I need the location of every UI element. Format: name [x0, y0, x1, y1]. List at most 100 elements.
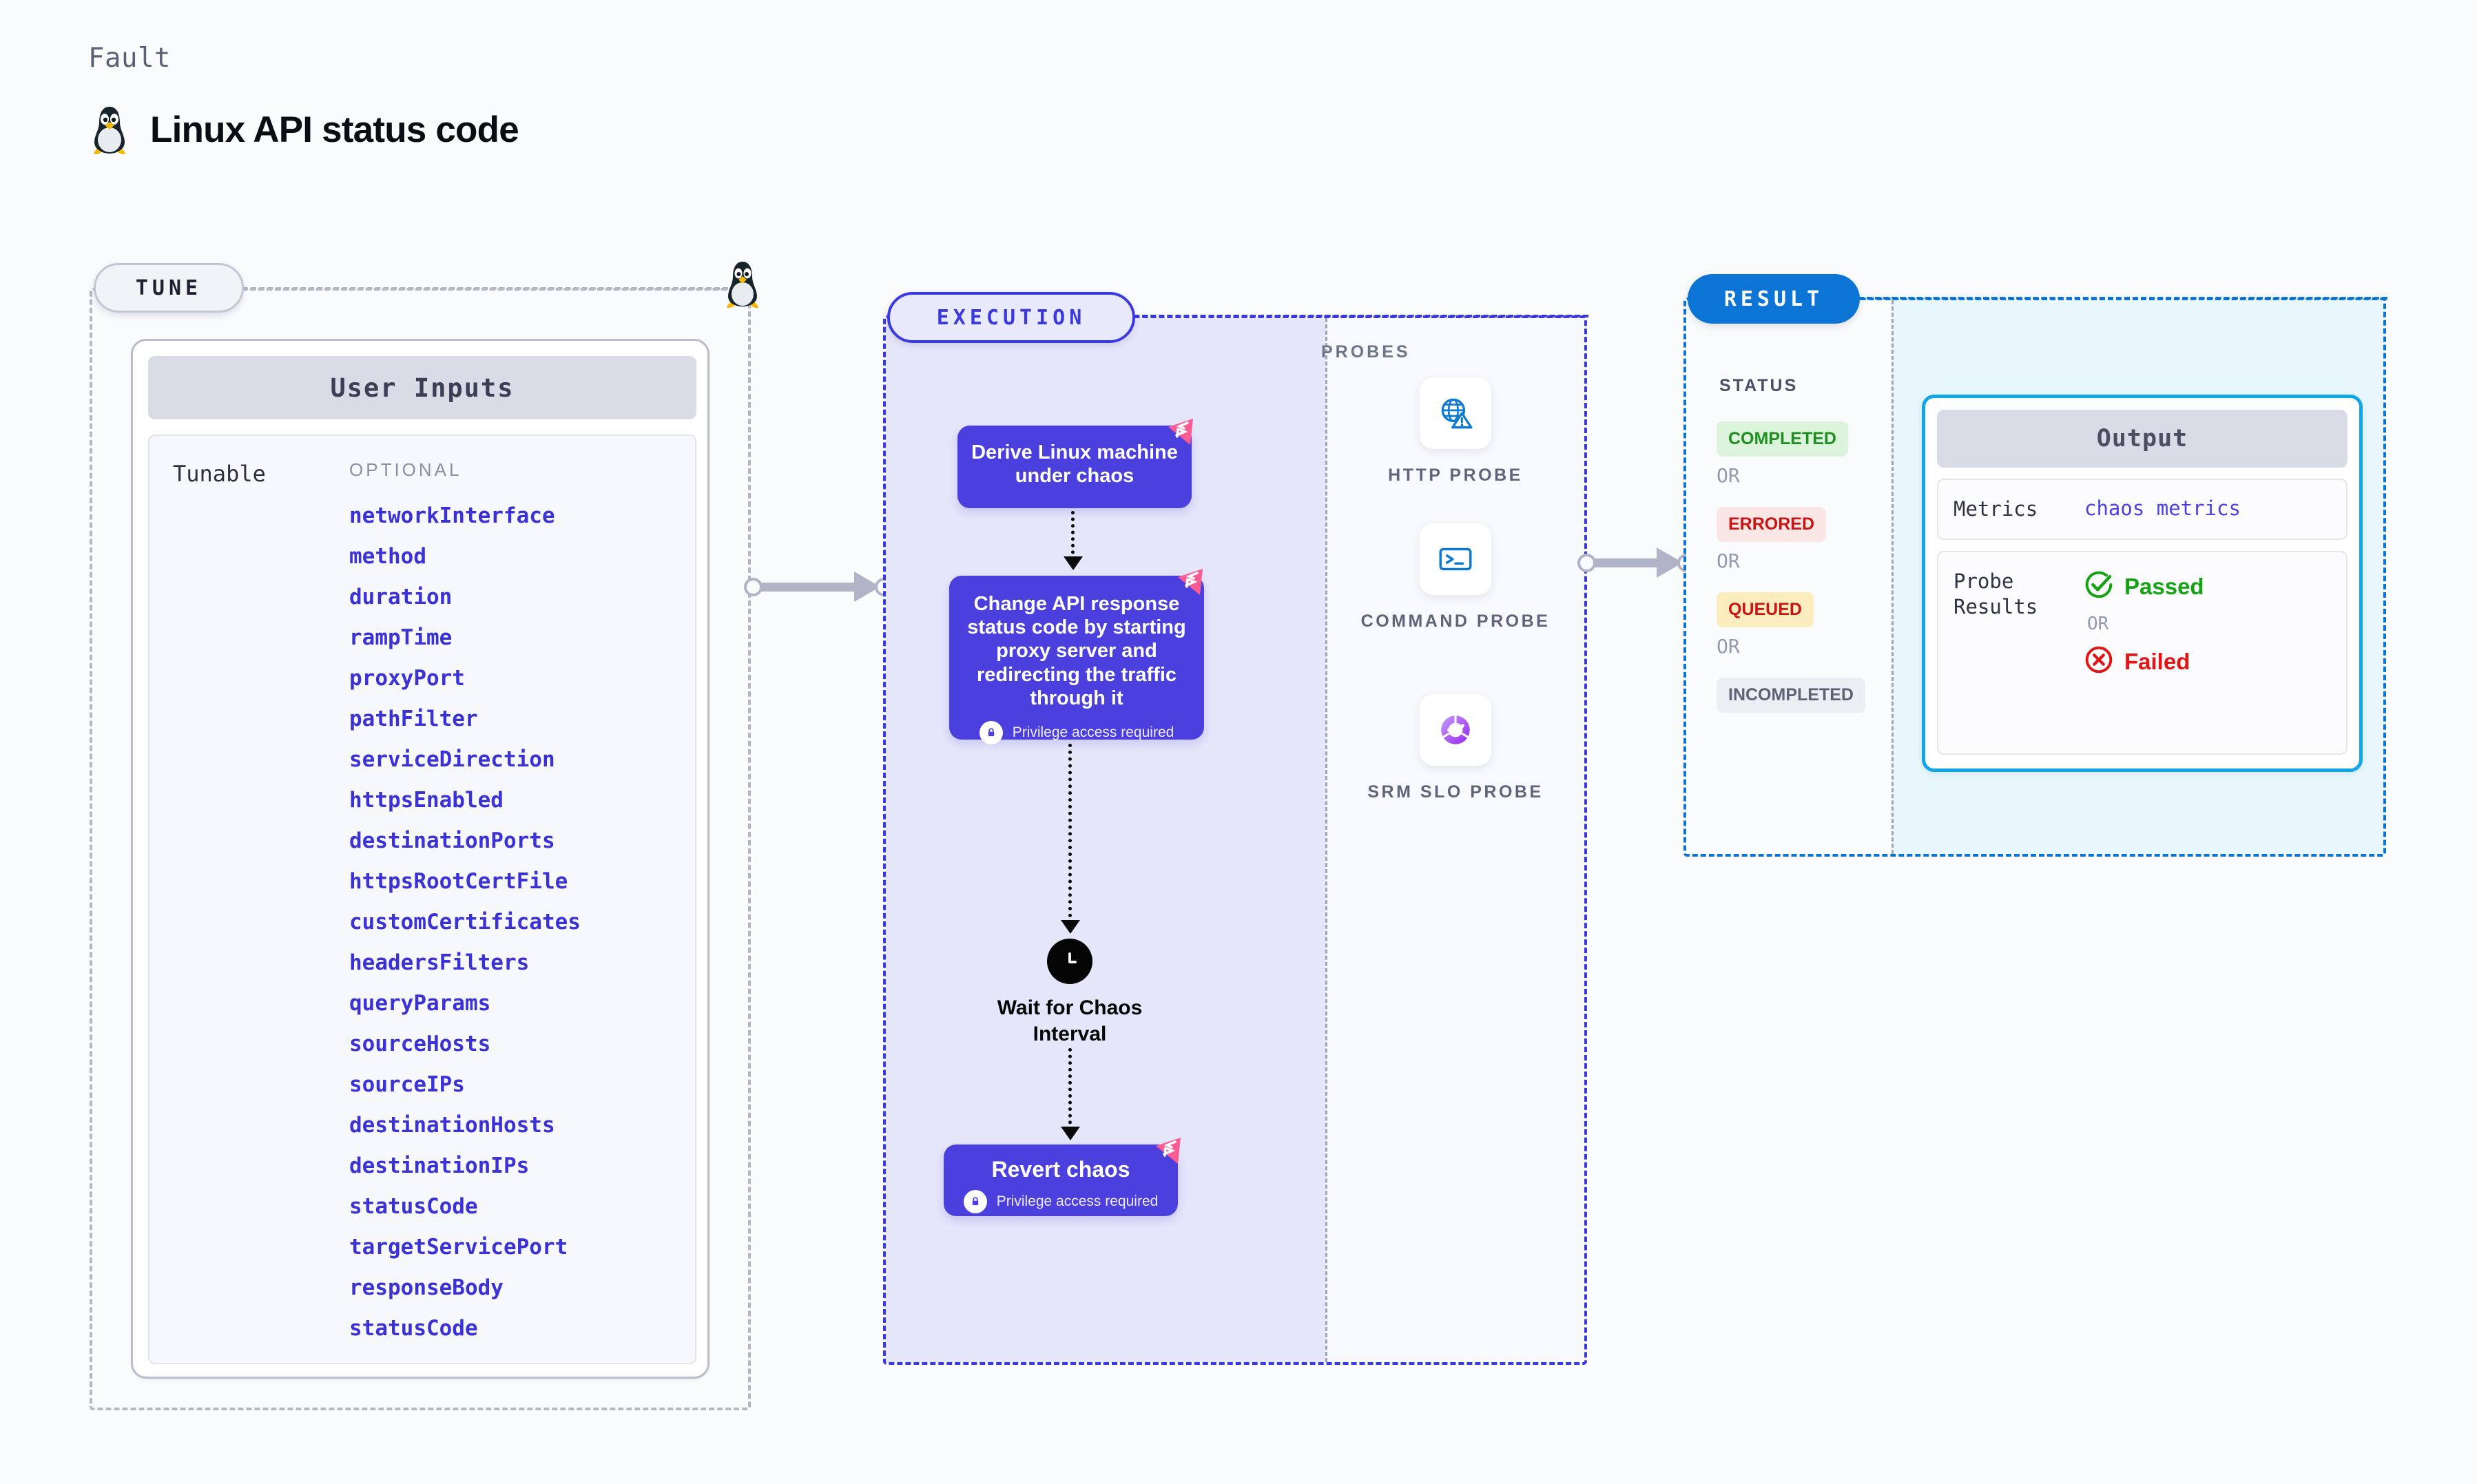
status-badge: QUEUED [1717, 592, 1814, 627]
tunable-param[interactable]: customCertificates [349, 910, 581, 934]
execution-step-text: Revert chaos [991, 1157, 1130, 1182]
tunable-inputs-box: Tunable OPTIONAL networkInterface method d… [148, 435, 696, 1364]
probes-section-title: PROBES [1321, 342, 1411, 362]
privilege-note: Privilege access required [956, 1189, 1165, 1213]
status-badge: COMPLETED [1717, 421, 1848, 457]
linux-penguin-icon [722, 259, 763, 309]
page-header: Fault Linux API status code [88, 43, 519, 155]
flow-arrowhead-2 [1061, 920, 1080, 934]
result-pill-label[interactable]: RESULT [1688, 274, 1860, 324]
probe-srm-slo[interactable]: SRM SLO PROBE [1352, 694, 1559, 804]
tunable-param[interactable]: networkInterface [349, 503, 555, 528]
tunable-param[interactable]: headersFilters [349, 950, 530, 975]
lock-icon [963, 1189, 987, 1213]
probe-results-or: OR [2087, 614, 2109, 635]
tune-pill-label[interactable]: TUNE [94, 263, 244, 313]
tunable-param[interactable]: targetServicePort [349, 1235, 568, 1260]
execution-pill-label[interactable]: EXECUTION [887, 292, 1135, 343]
x-circle-icon [2084, 645, 2113, 678]
tunable-param[interactable]: destinationPorts [349, 828, 555, 853]
metrics-key: Metrics [1953, 497, 2038, 521]
probe-command[interactable]: COMMAND PROBE [1352, 523, 1559, 633]
output-card-header: Output [1937, 410, 2348, 468]
tunable-param[interactable]: serviceDirection [349, 747, 555, 772]
output-probe-results-row: Probe Results Passed OR [1937, 551, 2348, 755]
flow-arrowhead-1 [1064, 556, 1083, 570]
tunable-param[interactable]: rampTime [349, 625, 453, 650]
wait-for-chaos-interval-label: Wait for Chaos Interval [997, 996, 1143, 1045]
probe-result-failed: Failed [2084, 645, 2204, 678]
execution-step-revert-chaos[interactable]: Revert chaos Privilege access required [944, 1145, 1178, 1216]
metrics-value[interactable]: chaos metrics [2084, 497, 2241, 520]
tunable-param[interactable]: proxyPort [349, 666, 465, 691]
user-inputs-card: User Inputs Tunable OPTIONAL networkInte… [131, 339, 709, 1379]
output-card: Output Metrics chaos metrics Probe Resul… [1922, 395, 2363, 772]
status-badge: INCOMPLETED [1717, 678, 1865, 713]
lock-icon [979, 721, 1003, 745]
page-title-row: Linux API status code [88, 104, 519, 155]
tunable-param[interactable]: sourceIPs [349, 1072, 465, 1097]
flow-arrow-3 [1068, 1048, 1072, 1131]
execution-step-text: Derive Linux machine under chaos [971, 441, 1178, 488]
result-dashed-top-line [1858, 297, 2387, 300]
probes-background [1328, 318, 1584, 1362]
check-circle-icon [2084, 570, 2113, 603]
tunable-param[interactable]: destinationHosts [349, 1113, 555, 1138]
tunable-param[interactable]: sourceHosts [349, 1032, 491, 1056]
connector-start-dot [744, 578, 763, 596]
tunable-param[interactable]: method [349, 544, 426, 569]
tunable-row-label: Tunable [173, 461, 266, 487]
status-or-separator: OR [1717, 635, 1740, 658]
tune-dashed-top-line [242, 287, 728, 290]
flow-arrow-1 [1071, 511, 1075, 561]
linux-penguin-icon [88, 104, 131, 155]
optional-group-label: OPTIONAL [349, 459, 462, 480]
probes-divider-line [1325, 318, 1327, 1362]
result-divider-line [1892, 300, 1894, 854]
passed-label: Passed [2124, 573, 2204, 599]
probe-results-values: Passed OR Failed [2084, 569, 2204, 678]
status-column-title: STATUS [1719, 376, 1799, 395]
tunable-param[interactable]: responseBody [349, 1275, 504, 1300]
probe-label: HTTP PROBE [1388, 466, 1523, 485]
privilege-text: Privilege access required [996, 1193, 1159, 1209]
privilege-text: Privilege access required [1012, 724, 1174, 741]
connector-start-dot [1577, 554, 1596, 572]
flow-arrow-2 [1068, 744, 1072, 924]
connector-execution-to-result [1577, 547, 1698, 578]
terminal-icon [1420, 523, 1491, 595]
status-or-separator: OR [1717, 550, 1740, 572]
connector-line [751, 583, 868, 592]
probe-http[interactable]: HTTP PROBE [1352, 377, 1559, 487]
connector-tune-to-execution [744, 572, 895, 602]
tunable-param[interactable]: statusCode [349, 1194, 478, 1219]
fault-kicker: Fault [88, 43, 171, 74]
page-title: Linux API status code [150, 109, 519, 150]
tunable-param[interactable]: pathFilter [349, 707, 478, 731]
privilege-note: Privilege access required [962, 721, 1192, 745]
tunable-param[interactable]: destinationIPs [349, 1153, 530, 1178]
probe-results-key: Probe Results [1953, 569, 2038, 619]
slo-donut-check-icon [1420, 694, 1491, 766]
output-metrics-row: Metrics chaos metrics [1937, 479, 2348, 541]
tunable-param[interactable]: duration [349, 585, 453, 609]
probe-label: COMMAND PROBE [1360, 612, 1551, 631]
status-badge: ERRORED [1717, 507, 1827, 542]
probe-label: SRM SLO PROBE [1367, 782, 1544, 802]
tunable-param[interactable]: queryParams [349, 991, 491, 1016]
execution-step-derive[interactable]: Derive Linux machine under chaos [957, 426, 1192, 508]
tunable-param[interactable]: httpsEnabled [349, 788, 504, 813]
tunable-param[interactable]: statusCode [349, 1316, 478, 1341]
flow-arrowhead-3 [1061, 1127, 1080, 1140]
user-inputs-header: User Inputs [148, 356, 696, 419]
status-or-separator: OR [1717, 464, 1740, 487]
execution-dashed-top-line [1134, 315, 1588, 317]
execution-step-text: Change API response status code by start… [967, 593, 1186, 709]
probe-result-passed: Passed [2084, 570, 2204, 603]
connector-line [1584, 558, 1670, 567]
result-status-background [1686, 300, 1892, 854]
clock-icon [1047, 939, 1092, 984]
failed-label: Failed [2124, 648, 2190, 674]
execution-step-change-status-code[interactable]: Change API response status code by start… [949, 576, 1204, 745]
tunable-param[interactable]: httpsRootCertFile [349, 869, 568, 894]
